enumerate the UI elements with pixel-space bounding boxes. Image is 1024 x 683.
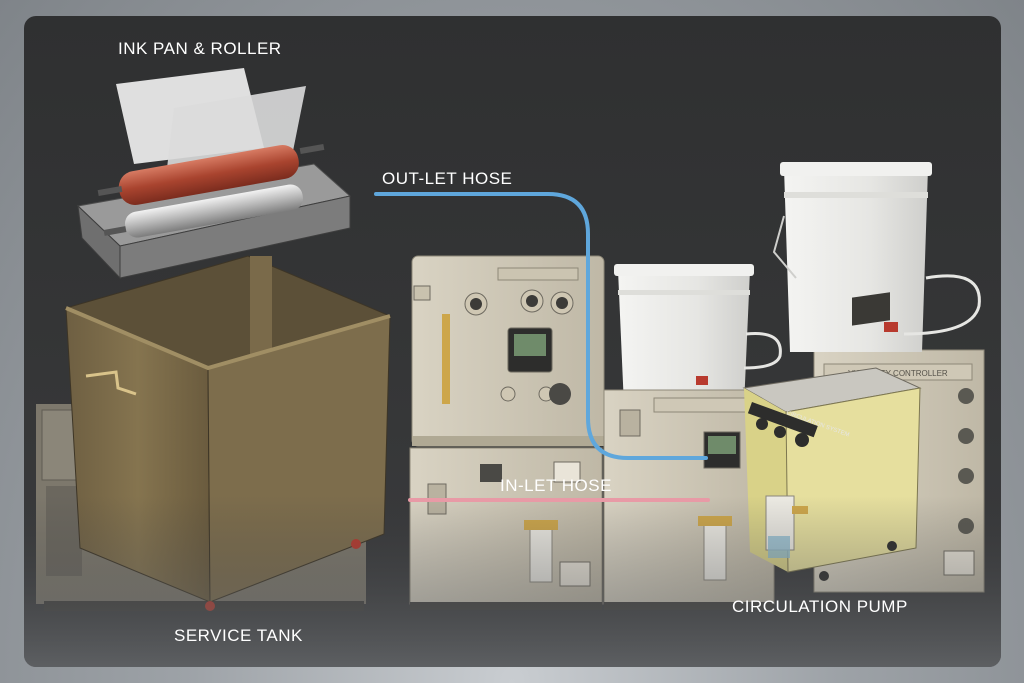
label-ink-pan-roller: INK PAN & ROLLER — [118, 39, 282, 58]
explosion-proof-controller — [411, 255, 605, 447]
controller-plate-text: VISCOSITY CONTROLLER — [848, 369, 948, 378]
ink-pan-roller — [76, 68, 352, 280]
label-outlet-hose: OUT-LET HOSE — [382, 169, 513, 188]
ink-bucket-large — [772, 162, 981, 352]
equipment-illustration: VISCOSITY CONTROLLER — [24, 68, 1001, 667]
label-inlet-hose: IN-LET HOSE — [500, 476, 612, 495]
outlet-hose-line — [374, 192, 708, 460]
floor-fog — [24, 496, 1001, 667]
ink-bucket-small — [614, 264, 782, 406]
label-service-tank: SERVICE TANK — [174, 626, 303, 645]
diagram-panel: VISCOSITY CONTROLLER — [24, 16, 1001, 667]
label-circulation-pump: CIRCULATION PUMP — [732, 597, 908, 616]
